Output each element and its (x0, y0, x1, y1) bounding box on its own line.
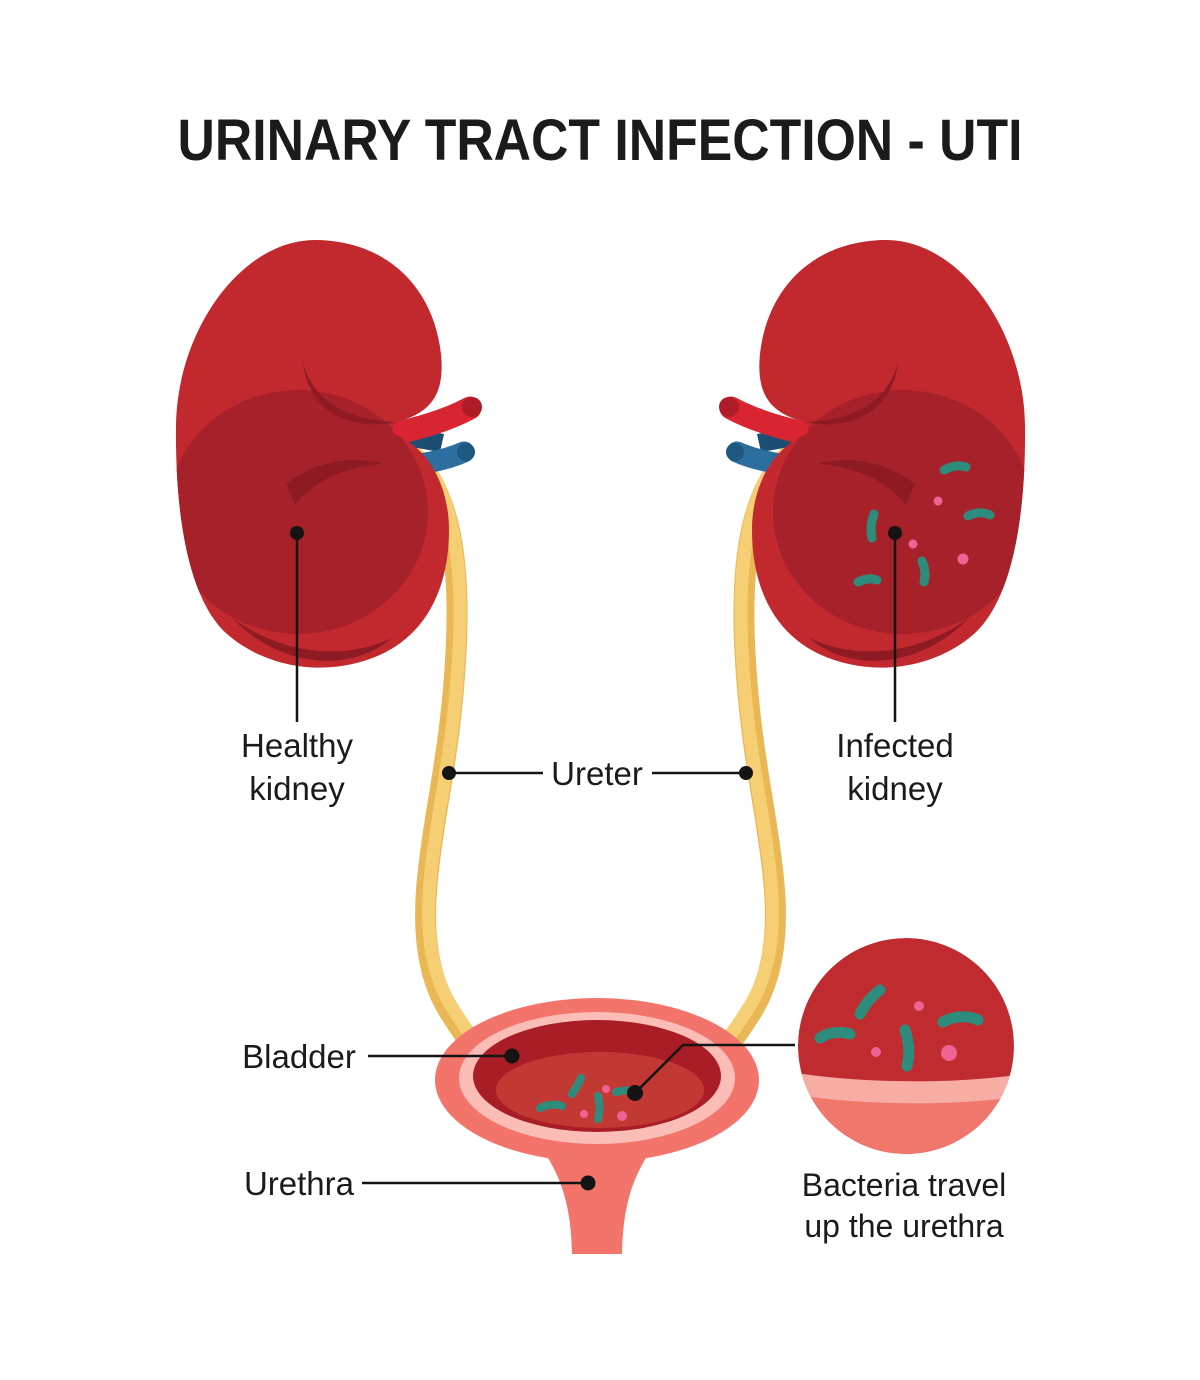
label-bacteria-line2: up the urethra (804, 1208, 1003, 1244)
healthy-kidney-callout (290, 526, 304, 722)
healthy-kidney (168, 240, 482, 668)
infected-kidney-bacteria (853, 461, 995, 587)
urethra-callout (362, 1175, 596, 1191)
label-infected-kidney-line1: Infected (836, 727, 953, 764)
bacteria-inset-circle (798, 938, 1014, 1154)
inset-bacteria (814, 984, 984, 1072)
bladder (435, 998, 759, 1254)
ureter-callout (442, 766, 753, 780)
callouts (290, 526, 902, 1191)
label-bladder: Bladder (242, 1038, 356, 1075)
label-bacteria-line1: Bacteria travel (802, 1167, 1007, 1203)
bacteria-inset-callout (627, 1043, 795, 1101)
label-ureter: Ureter (551, 755, 643, 792)
label-urethra: Urethra (244, 1165, 355, 1202)
label-healthy-kidney-line1: Healthy (241, 727, 353, 764)
label-infected-kidney-line2: kidney (847, 770, 943, 807)
page-title: URINARY TRACT INFECTION - UTI (178, 108, 1023, 173)
infected-kidney-callout (888, 526, 902, 722)
bladder-callout (368, 1048, 520, 1064)
label-healthy-kidney-line2: kidney (249, 770, 345, 807)
infected-kidney (719, 240, 1033, 668)
